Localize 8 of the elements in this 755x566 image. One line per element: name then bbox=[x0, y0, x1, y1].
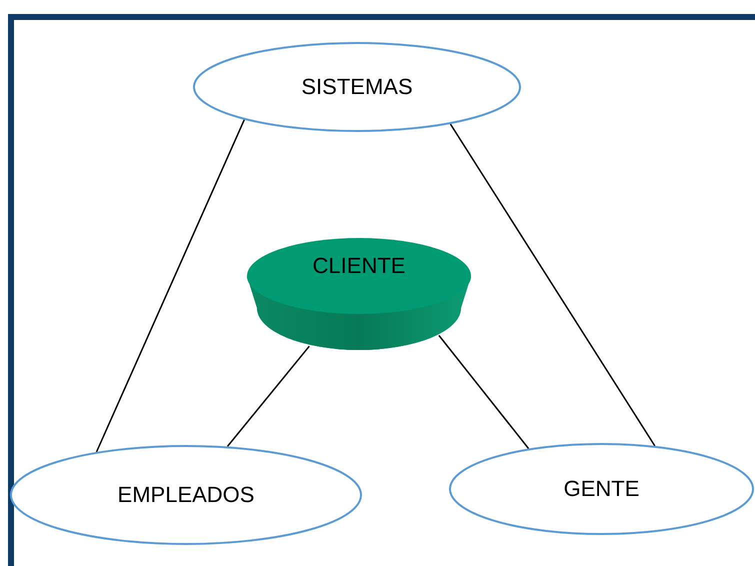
connector-line bbox=[450, 124, 656, 446]
node-label: SISTEMAS bbox=[301, 74, 413, 100]
node-label: EMPLEADOS bbox=[118, 482, 254, 508]
node-label: GENTE bbox=[564, 476, 640, 502]
connector-line bbox=[226, 346, 310, 447]
connector-line bbox=[96, 119, 245, 452]
connector-line bbox=[438, 334, 530, 450]
node-label: CLIENTE bbox=[312, 252, 406, 279]
